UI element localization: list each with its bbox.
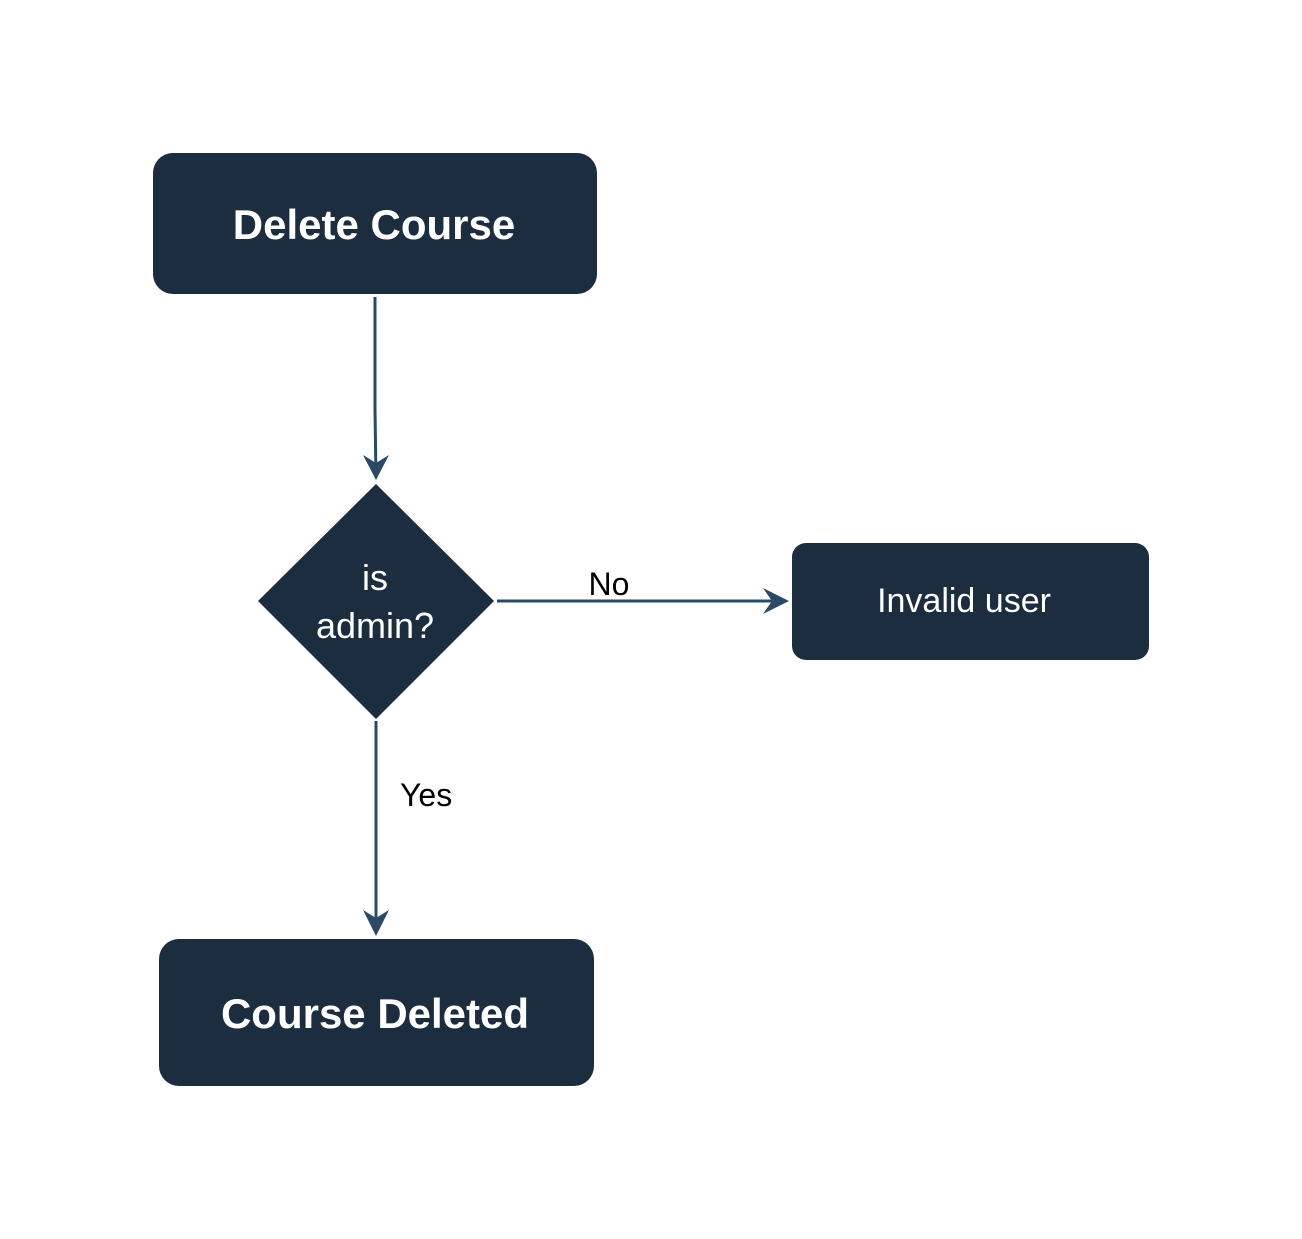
end-node[interactable]: Course Deleted [159, 939, 594, 1086]
edge-start-to-decision-arrowhead [363, 455, 389, 480]
decision-node-diamond [258, 484, 494, 719]
decision-node-label-line2: admin? [316, 605, 434, 646]
invalid-user-node[interactable]: Invalid user [792, 543, 1149, 660]
decision-node[interactable]: is admin? [258, 484, 494, 719]
end-node-label: Course Deleted [221, 990, 529, 1037]
edge-decision-to-end-arrowhead [363, 910, 389, 936]
edge-decision-to-invalid-arrowhead [763, 588, 789, 614]
edge-label-no: No [589, 566, 630, 602]
decision-node-label-line1: is [362, 557, 388, 598]
end-node-box [159, 939, 594, 1086]
start-node-label: Delete Course [233, 201, 515, 248]
start-node[interactable]: Delete Course [153, 153, 597, 294]
invalid-user-node-label: Invalid user [877, 582, 1051, 620]
edge-label-yes: Yes [400, 777, 452, 813]
edge-start-to-decision [373, 297, 378, 479]
start-node-box [153, 153, 597, 294]
invalid-user-node-box [792, 543, 1149, 660]
